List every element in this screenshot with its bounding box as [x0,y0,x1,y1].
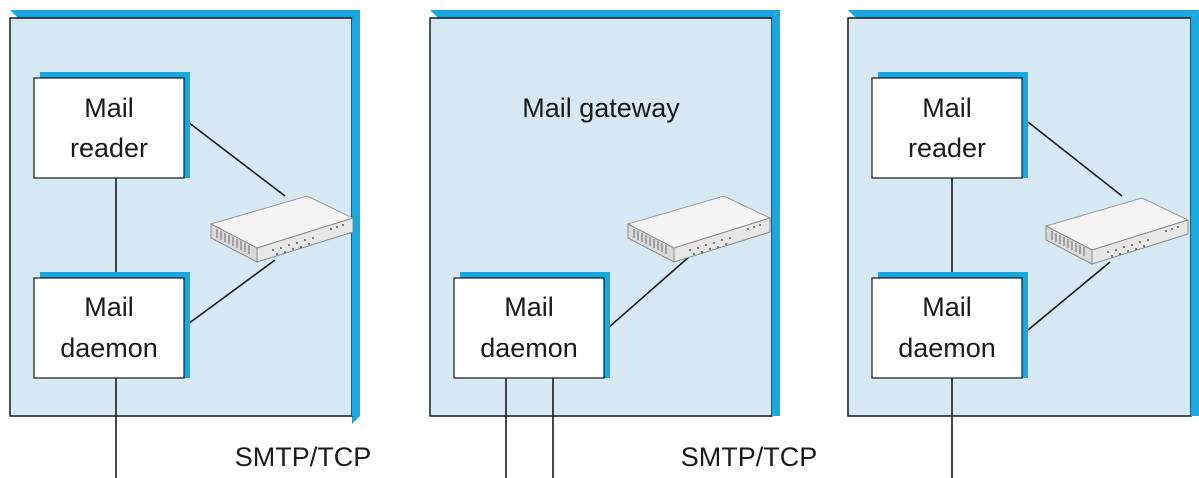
daemon-device-link-right [1027,261,1111,331]
mail-reader-box-right: Mail reader [871,72,1028,179]
mail-reader-label-left-line2: reader [70,133,148,163]
mail-reader-label-left-line1: Mail [84,93,134,123]
daemon-device-link-gateway [607,255,691,329]
daemon-device-link-left [187,259,276,325]
reader-device-link-right [1027,121,1123,197]
mail-daemon-box-left: Mail daemon [33,272,190,379]
smtp-tcp-label-left: SMTP/TCP [235,442,372,472]
reader-device-link-left [187,121,286,197]
mail-daemon-box-gateway: Mail daemon [453,272,610,379]
mail-reader-label-right-line2: reader [908,133,986,163]
mail-reader-label-right-line1: Mail [922,93,972,123]
mail-daemon-label-right-line2: daemon [898,333,996,363]
mail-daemon-label-right-line1: Mail [922,292,972,322]
mail-daemon-label-left-line1: Mail [84,292,134,322]
mail-daemon-label-left-line2: daemon [60,333,158,363]
mail-daemon-box-right: Mail daemon [871,272,1028,379]
mail-daemon-label-gateway-line1: Mail [504,292,554,322]
mail-reader-box-left: Mail reader [33,72,190,179]
smtp-tcp-label-right: SMTP/TCP [681,442,818,472]
mail-gateway-title: Mail gateway [522,93,680,123]
mail-daemon-label-gateway-line2: daemon [480,333,578,363]
